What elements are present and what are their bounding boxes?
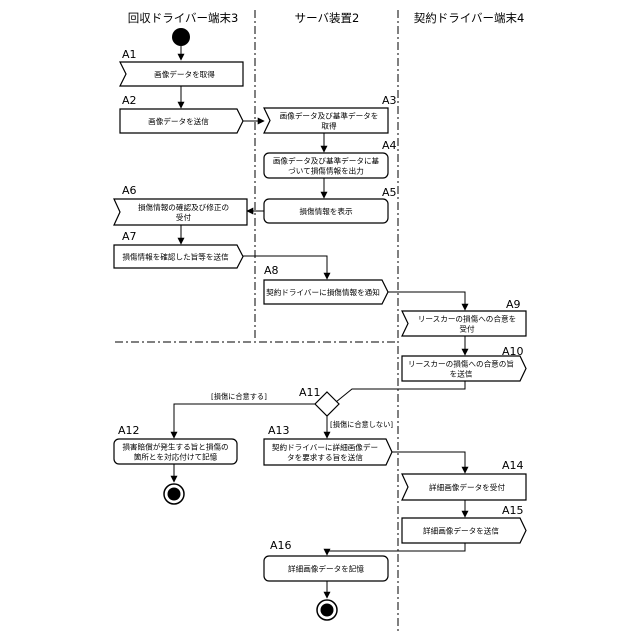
- step-a4-label: A4: [382, 139, 397, 152]
- step-a3: 画像データ及び基準データを取得 A3: [264, 94, 397, 133]
- step-a3-text-line: 取得: [321, 120, 337, 130]
- step-a15-text-line: 詳細画像データを送信: [423, 526, 499, 536]
- step-a15-label: A15: [502, 504, 524, 517]
- step-a10-text-line: リースカーの損傷への合意の旨: [408, 359, 514, 369]
- flow-a11-a12: [174, 404, 316, 438]
- step-a16-label: A16: [270, 539, 292, 552]
- step-a7-text-line: 損傷情報を確認した旨等を送信: [122, 252, 229, 262]
- step-a14-label: A14: [502, 459, 524, 472]
- lane-title-contract: 契約ドライバー端末4: [414, 11, 525, 25]
- flow-a13-a14: [392, 452, 465, 473]
- step-a10-label: A10: [502, 345, 524, 358]
- step-a4: 画像データ及び基準データに基づいて損傷情報を出力 A4: [264, 139, 397, 178]
- step-a3-label: A3: [382, 94, 397, 107]
- step-a7-label: A7: [122, 230, 137, 243]
- lane-title-server: サーバ装置2: [295, 11, 360, 25]
- step-a3-text-line: 画像データ及び基準データを: [280, 111, 379, 121]
- flow-a10-a11: [336, 381, 465, 402]
- step-a12-label: A12: [118, 424, 140, 437]
- step-a12-text-line: 箇所とを対応付けて記憶: [134, 451, 218, 461]
- step-a1-label: A1: [122, 48, 137, 61]
- step-a11: A11: [299, 386, 339, 416]
- guard-disagree: [損傷に合意しない]: [330, 420, 393, 429]
- step-a10: リースカーの損傷への合意の旨を送信 A10: [402, 345, 526, 381]
- step-a9-text-line: 受付: [459, 323, 475, 333]
- step-a12: 損害賠償が発生する旨と損傷の箇所とを対応付けて記憶 A12: [114, 424, 237, 464]
- step-a13-label: A13: [268, 424, 290, 437]
- step-a16-text-line: 詳細画像データを記憶: [288, 564, 364, 574]
- lane-separators: [115, 10, 398, 632]
- step-a6-text-line: 受付: [176, 212, 192, 222]
- step-a9: リースカーの損傷への合意を受付 A9: [402, 298, 526, 336]
- start-node: [172, 28, 190, 46]
- step-a5: 損傷情報を表示 A5: [264, 186, 397, 223]
- step-a1-text-line: 画像データを取得: [154, 69, 215, 79]
- step-a6-text-line: 損傷情報の確認及び修正の: [138, 202, 229, 212]
- step-a9-text-line: リースカーの損傷への合意を: [418, 314, 516, 324]
- flow-a7-a8: [243, 256, 327, 279]
- step-a4-text-line: づいて損傷情報を出力: [288, 165, 364, 175]
- step-a9-label: A9: [506, 298, 521, 311]
- flow-a15-a16: [327, 543, 465, 555]
- step-a2-label: A2: [122, 94, 137, 107]
- lane-title-collector: 回収ドライバー端末3: [128, 11, 239, 25]
- end-node-after-a16: [317, 600, 337, 620]
- step-a6: 損傷情報の確認及び修正の受付 A6: [114, 184, 247, 225]
- step-a8-label: A8: [264, 264, 279, 277]
- step-a10-text-line: を送信: [450, 368, 473, 378]
- step-a11-label: A11: [299, 386, 321, 399]
- step-a2-text-line: 画像データを送信: [148, 116, 209, 126]
- step-a4-text-line: 画像データ及び基準データに基: [273, 156, 380, 166]
- guard-agree: [損傷に合意する]: [211, 392, 267, 401]
- step-a5-label: A5: [382, 186, 397, 199]
- step-a14-text-line: 詳細画像データを受付: [429, 482, 505, 492]
- step-a6-label: A6: [122, 184, 137, 197]
- step-a13-text-line: 契約ドライバーに詳細画像デー: [272, 442, 378, 452]
- step-a12-text-line: 損害賠償が発生する旨と損傷の: [122, 442, 228, 452]
- step-a8: 契約ドライバーに損傷情報を通知 A8: [264, 264, 388, 304]
- end-node-after-a12: [164, 484, 184, 504]
- step-a8-text-line: 契約ドライバーに損傷情報を通知: [266, 287, 380, 297]
- step-a14: 詳細画像データを受付 A14: [402, 459, 526, 500]
- step-a15: 詳細画像データを送信A15: [402, 504, 526, 543]
- step-a13-text-line: タを要求する旨を送信: [287, 452, 363, 462]
- step-a13: 契約ドライバーに詳細画像データを要求する旨を送信 A13: [264, 424, 392, 465]
- flow-a8-a9: [388, 292, 465, 310]
- step-a7: 損傷情報を確認した旨等を送信 A7: [114, 230, 243, 268]
- step-a16: 詳細画像データを記憶 A16: [264, 539, 388, 581]
- step-a5-text-line: 損傷情報を表示: [299, 206, 353, 216]
